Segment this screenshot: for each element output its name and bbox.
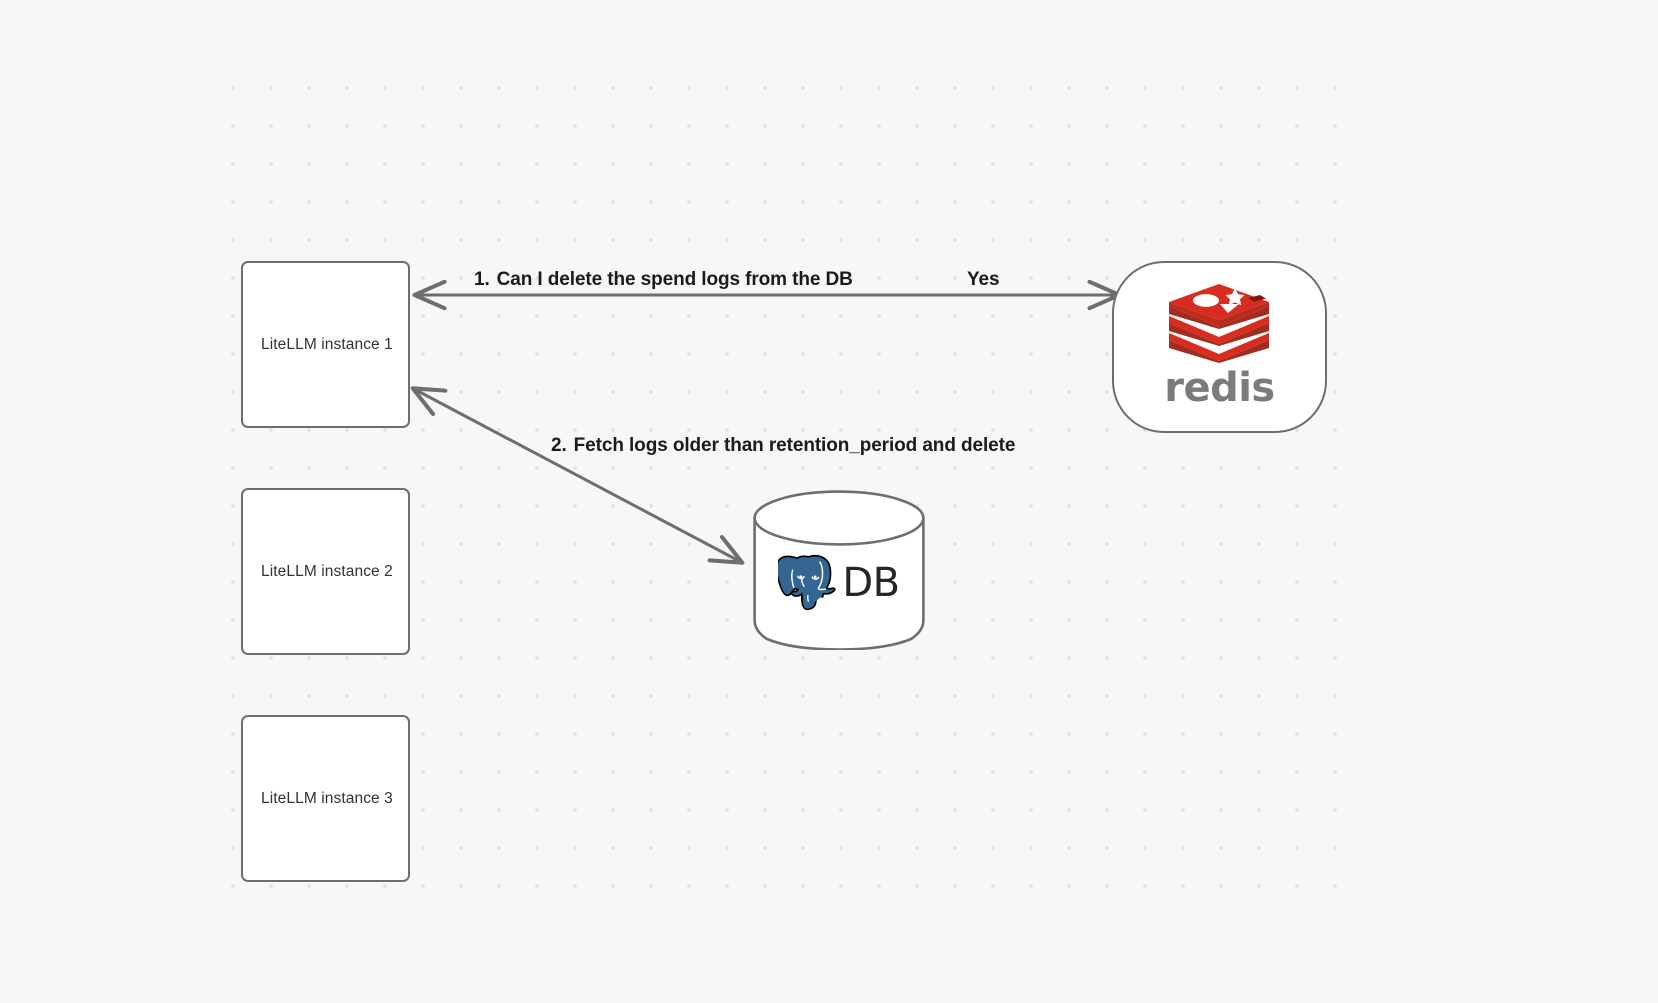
redis-logo-wrap: redis: [1164, 282, 1275, 408]
redis-wordmark: redis: [1164, 365, 1275, 411]
cylinder-shape: [753, 490, 925, 651]
db-label: DB: [842, 559, 900, 606]
edge-label-step-1-text: Can I delete the spend logs from the DB: [496, 269, 853, 290]
node-litellm-instance-1-label: LiteLLM instance 1: [261, 335, 393, 353]
node-litellm-instance-2[interactable]: LiteLLM instance 2: [241, 488, 410, 655]
edge-litellm1-db: [414, 389, 741, 562]
db-contents: DB: [752, 489, 926, 650]
postgresql-elephant-icon: [778, 554, 836, 610]
edge-label-step-1: 1. Can I delete the spend logs from the D…: [474, 269, 853, 291]
node-litellm-instance-2-label: LiteLLM instance 2: [261, 562, 393, 580]
edge-label-step-2-text: Fetch logs older than retention_period a…: [573, 435, 1016, 456]
redis-logo-icon: [1169, 284, 1270, 363]
node-litellm-instance-1[interactable]: LiteLLM instance 1: [241, 261, 410, 428]
node-redis[interactable]: redis: [1112, 261, 1327, 433]
node-litellm-instance-3-label: LiteLLM instance 3: [261, 789, 393, 807]
edge-label-step-2-number: 2.: [551, 435, 567, 456]
edge-label-step-2: 2. Fetch logs older than retention_period…: [551, 435, 1015, 457]
node-litellm-instance-3[interactable]: LiteLLM instance 3: [241, 715, 410, 882]
edge-label-step-1-number: 1.: [474, 269, 490, 290]
edge-label-yes: Yes: [967, 269, 1000, 290]
node-db[interactable]: DB: [752, 489, 926, 651]
